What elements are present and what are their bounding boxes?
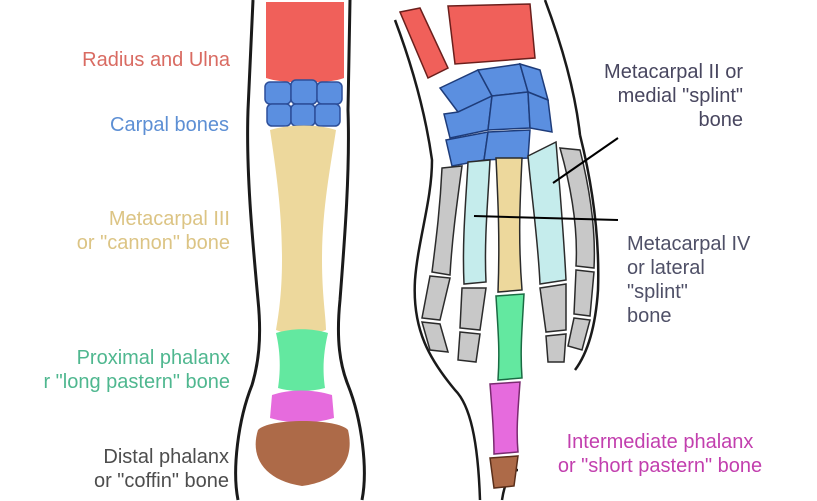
horse-radius-ulna-bone	[266, 2, 344, 83]
label-metacarpal-ii: Metacarpal II or medial "splint" bone	[540, 36, 743, 132]
label-distal-phalanx: Distal phalanx or "coffin" bone	[20, 421, 229, 493]
human-intermediate-phalanx	[490, 382, 520, 454]
metacarpal-iv-bone	[463, 160, 490, 284]
horse-carpal-bones	[265, 80, 342, 126]
horse-proximal-phalanx	[276, 329, 328, 391]
label-metacarpal-iv: Metacarpal IV or lateral "splint" bone	[627, 208, 797, 328]
human-distal-phalanx	[490, 456, 518, 488]
label-proximal-phalanx: Proximal phalanx r "long pastern" bone	[0, 322, 230, 394]
label-intermediate-phalanx: Intermediate phalanx or "short pastern" …	[522, 406, 798, 478]
horse-cannon-bone	[270, 126, 336, 335]
metacarpal-ii-bone	[528, 142, 566, 284]
human-proximal-phalanx	[496, 294, 524, 380]
human-carpal-bones	[440, 64, 552, 166]
label-radius-ulna: Radius and Ulna	[20, 24, 230, 72]
horse-middle-phalanx	[270, 391, 334, 423]
label-carpal-bones: Carpal bones	[20, 89, 229, 137]
metacarpal-iii-bone	[496, 158, 522, 292]
metacarpal-v-bone	[432, 166, 462, 275]
horse-coffin-bone	[256, 421, 350, 486]
label-metacarpal-iii: Metacarpal III or "cannon" bone	[20, 183, 230, 255]
horse-leg	[236, 0, 365, 500]
